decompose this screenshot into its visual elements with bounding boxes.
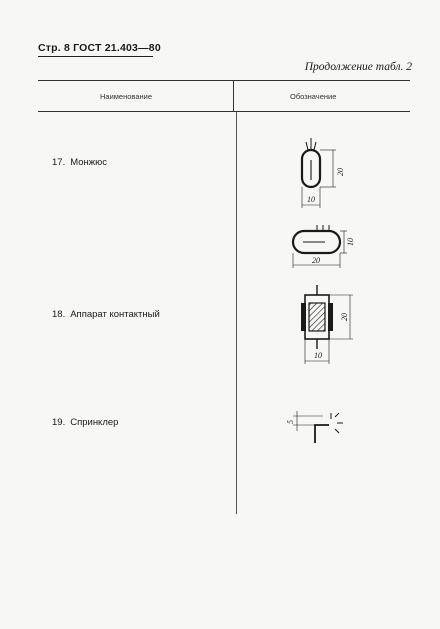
table-continuation-label: Продолжение табл. 2 xyxy=(304,61,412,73)
dimension-label: 10 xyxy=(307,195,315,204)
item-name: Аппарат контактный xyxy=(70,309,160,320)
dimension-label: 20 xyxy=(340,313,349,321)
montjus-horizontal-symbol: 10 20 xyxy=(291,225,355,268)
dimension-label: 5 xyxy=(286,420,295,424)
column-header-name: Наименование xyxy=(100,92,152,101)
item-number: 19. xyxy=(52,417,66,428)
page-header: Стр. 8 ГОСТ 21.403—80 xyxy=(38,42,161,54)
item-19-label: 19. Спринклер xyxy=(52,417,118,428)
table-header-divider xyxy=(233,80,234,112)
table-top-rule xyxy=(38,80,410,81)
dimension-label: 10 xyxy=(314,351,322,360)
item-18-label: 18. Аппарат контактный xyxy=(52,309,160,320)
table-header-rule xyxy=(38,111,410,112)
montjus-vertical-symbol: 20 10 xyxy=(300,138,345,208)
item-number: 17. xyxy=(52,157,66,168)
item-17-label: 17. Монжюс xyxy=(52,157,107,168)
contact-apparatus-symbol: 20 10 xyxy=(301,285,353,364)
header-underline xyxy=(38,56,153,57)
item-name: Спринклер xyxy=(70,417,119,428)
column-header-symbol: Обозначение xyxy=(290,92,337,101)
dimension-label: 20 xyxy=(312,256,320,265)
dimension-label: 20 xyxy=(336,168,345,176)
dimension-label: 10 xyxy=(346,238,355,246)
table-column-divider xyxy=(236,112,237,514)
item-name: Монжюс xyxy=(70,157,107,168)
item-number: 18. xyxy=(52,309,66,320)
sprinkler-symbol: 5 xyxy=(286,411,343,443)
